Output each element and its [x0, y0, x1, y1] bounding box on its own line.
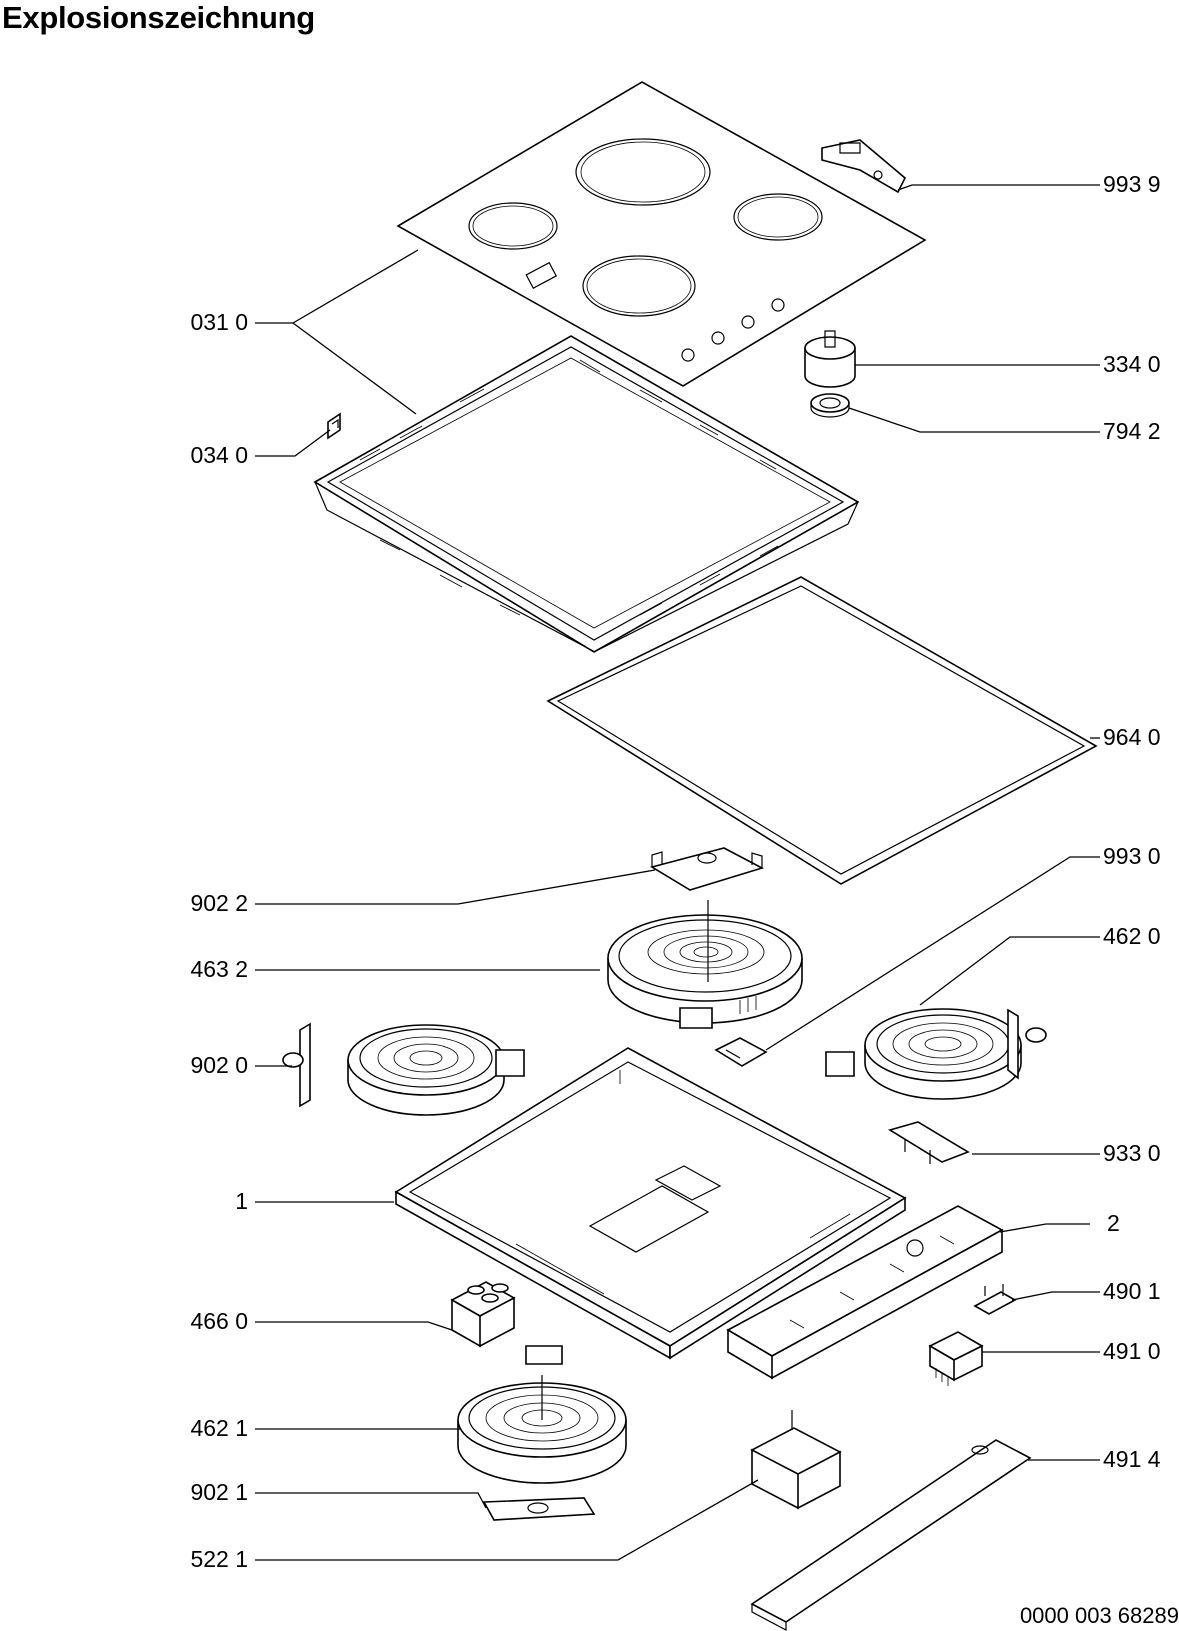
bracket-902-1: [484, 1498, 594, 1520]
regulator-522-1: [752, 1410, 840, 1508]
cutout-933-0: [890, 1122, 968, 1164]
terminal-block-466-0: [452, 1282, 514, 1346]
label-964-0: 964 0: [1103, 724, 1161, 750]
label-902-2: 902 2: [190, 890, 248, 916]
heater-463-2: [608, 900, 802, 1028]
label-794-2: 794 2: [1103, 418, 1161, 444]
control-housing: [728, 1206, 1002, 1378]
label-2: 2: [1107, 1210, 1120, 1236]
label-933-0: 933 0: [1103, 1140, 1161, 1166]
seal-964-0: [548, 577, 1096, 884]
label-462-0: 462 0: [1103, 923, 1161, 949]
label-462-1: 462 1: [190, 1415, 248, 1441]
label-491-4: 491 4: [1103, 1446, 1161, 1472]
label-031-0: 031 0: [190, 309, 248, 335]
heater-902-0: [283, 1024, 524, 1115]
label-993-9: 993 9: [1103, 171, 1161, 197]
bracket-902-2: [652, 848, 762, 890]
glass-ceramic-top: [398, 82, 925, 386]
base-tray: [396, 1048, 905, 1358]
label-993-0: 993 0: [1103, 843, 1161, 869]
frame: [315, 336, 858, 652]
label-463-2: 463 2: [190, 956, 248, 982]
bracket-993-9: [822, 140, 905, 192]
label-491-0: 491 0: [1103, 1338, 1161, 1364]
label-902-1: 902 1: [190, 1479, 248, 1505]
label-1: 1: [235, 1188, 248, 1214]
clip-034-0: [328, 414, 340, 438]
label-034-0: 034 0: [190, 442, 248, 468]
bracket-993-0: [716, 1038, 766, 1066]
leader-lines: [255, 185, 1100, 1560]
label-902-0: 902 0: [190, 1052, 248, 1078]
ring-794-2: [811, 394, 849, 417]
cover-491-4: [752, 1440, 1030, 1630]
heater-462-1: [458, 1346, 626, 1483]
label-466-0: 466 0: [190, 1308, 248, 1334]
switch-490-1: [975, 1284, 1015, 1314]
indicator-491-0: [930, 1332, 982, 1386]
label-490-1: 490 1: [1103, 1278, 1161, 1304]
page-title: Explosionszeichnung: [2, 0, 315, 35]
heater-462-0: [826, 1009, 1046, 1099]
label-522-1: 522 1: [190, 1546, 248, 1572]
knob-334-0: [805, 331, 855, 387]
label-334-0: 334 0: [1103, 351, 1161, 377]
document-number: 0000 003 68289: [1019, 1603, 1179, 1628]
